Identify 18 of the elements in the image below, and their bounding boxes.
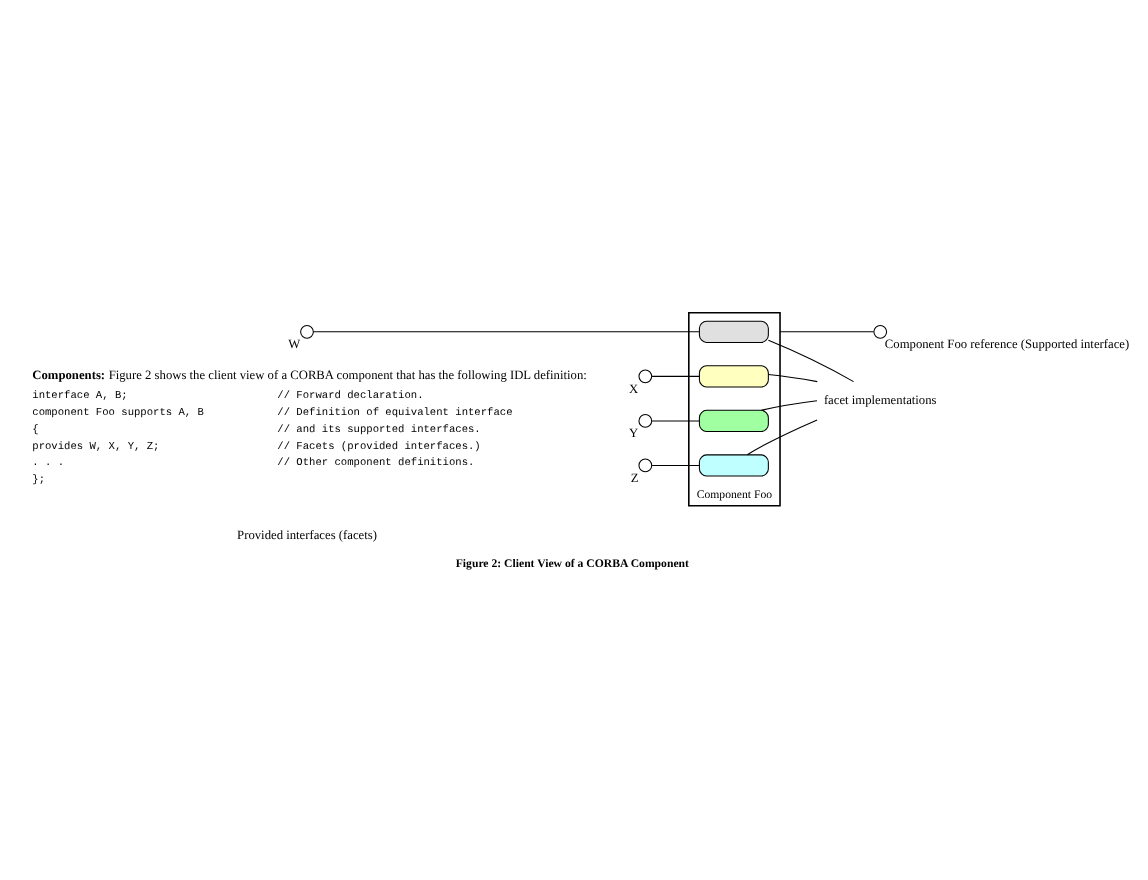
node-circle (873, 324, 888, 339)
connector (760, 400, 818, 411)
connector (767, 373, 818, 383)
connector (651, 420, 700, 422)
node-circle (300, 324, 314, 339)
connector (651, 464, 700, 466)
connector (746, 419, 818, 456)
connector (651, 375, 700, 377)
connector (312, 331, 700, 333)
node-circle (638, 458, 653, 473)
node-box (698, 320, 769, 343)
node-box (698, 454, 769, 477)
node-box (698, 365, 769, 388)
connector (767, 339, 855, 383)
node-box (698, 409, 769, 433)
node-circle (638, 369, 653, 384)
connector (779, 331, 875, 333)
node-circle (638, 414, 653, 428)
